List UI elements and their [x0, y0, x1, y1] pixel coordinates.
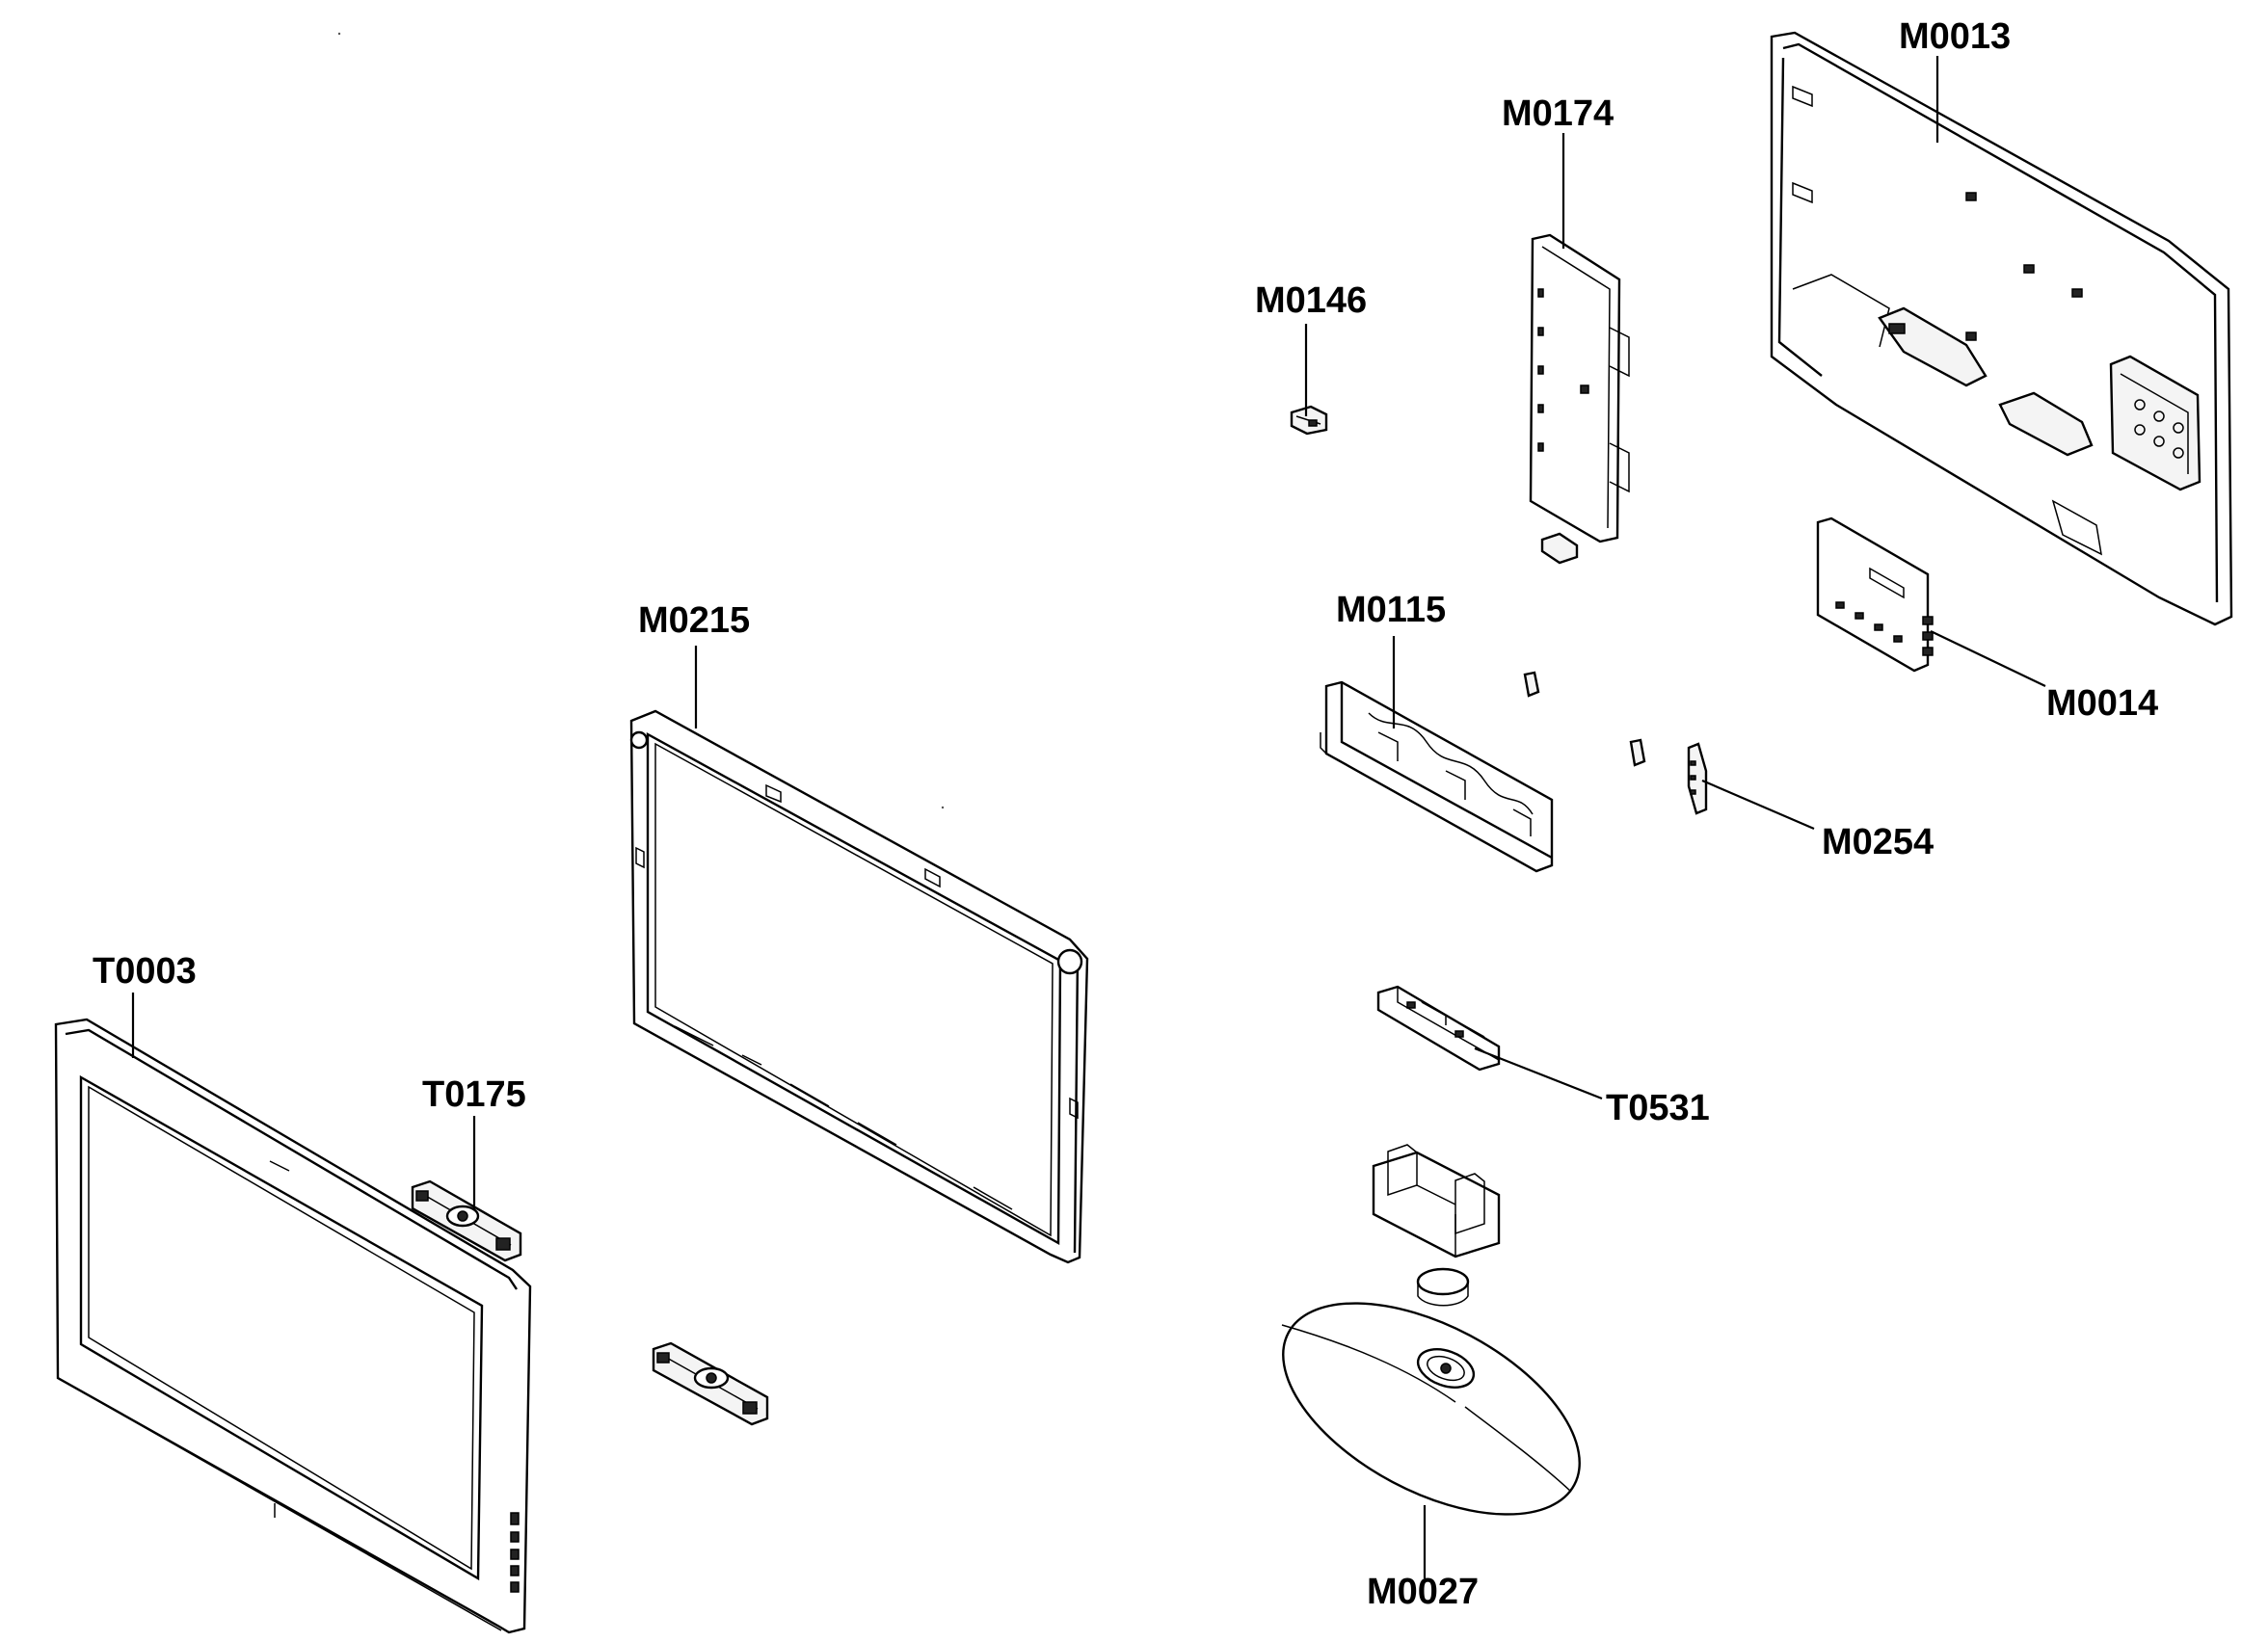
- speaker-lower-part: [652, 1341, 769, 1426]
- label-M0027: M0027: [1367, 1572, 1479, 1612]
- front-bezel-part: [54, 1018, 532, 1634]
- connector-strip-part: [1687, 742, 1708, 815]
- stray-dot: [337, 32, 341, 36]
- clip-part: [1290, 405, 1328, 436]
- label-M0014: M0014: [2046, 683, 2158, 724]
- rear-cover-part: [1770, 31, 2233, 626]
- power-board-part: [1529, 233, 1630, 565]
- bracket-part: [1320, 671, 1646, 873]
- speaker-upper-part: [411, 1179, 522, 1262]
- label-M0174: M0174: [1502, 93, 1614, 134]
- panel-frame-part: [629, 709, 1089, 1264]
- label-M0215: M0215: [638, 600, 750, 641]
- label-T0175: T0175: [422, 1074, 526, 1115]
- leader-lines: [131, 56, 2046, 1578]
- label-M0254: M0254: [1822, 822, 1934, 862]
- stand-bracket-part: [1376, 985, 1501, 1072]
- stand-neck-part: [1372, 1144, 1501, 1307]
- label-M0115: M0115: [1336, 590, 1446, 630]
- label-T0003: T0003: [93, 951, 197, 992]
- stray-dot: [941, 806, 945, 809]
- av-board-part: [1816, 516, 1934, 673]
- label-T0531: T0531: [1606, 1088, 1710, 1128]
- label-M0146: M0146: [1255, 280, 1367, 321]
- stand-base-part: [1281, 1302, 1581, 1516]
- label-M0013: M0013: [1899, 16, 2011, 57]
